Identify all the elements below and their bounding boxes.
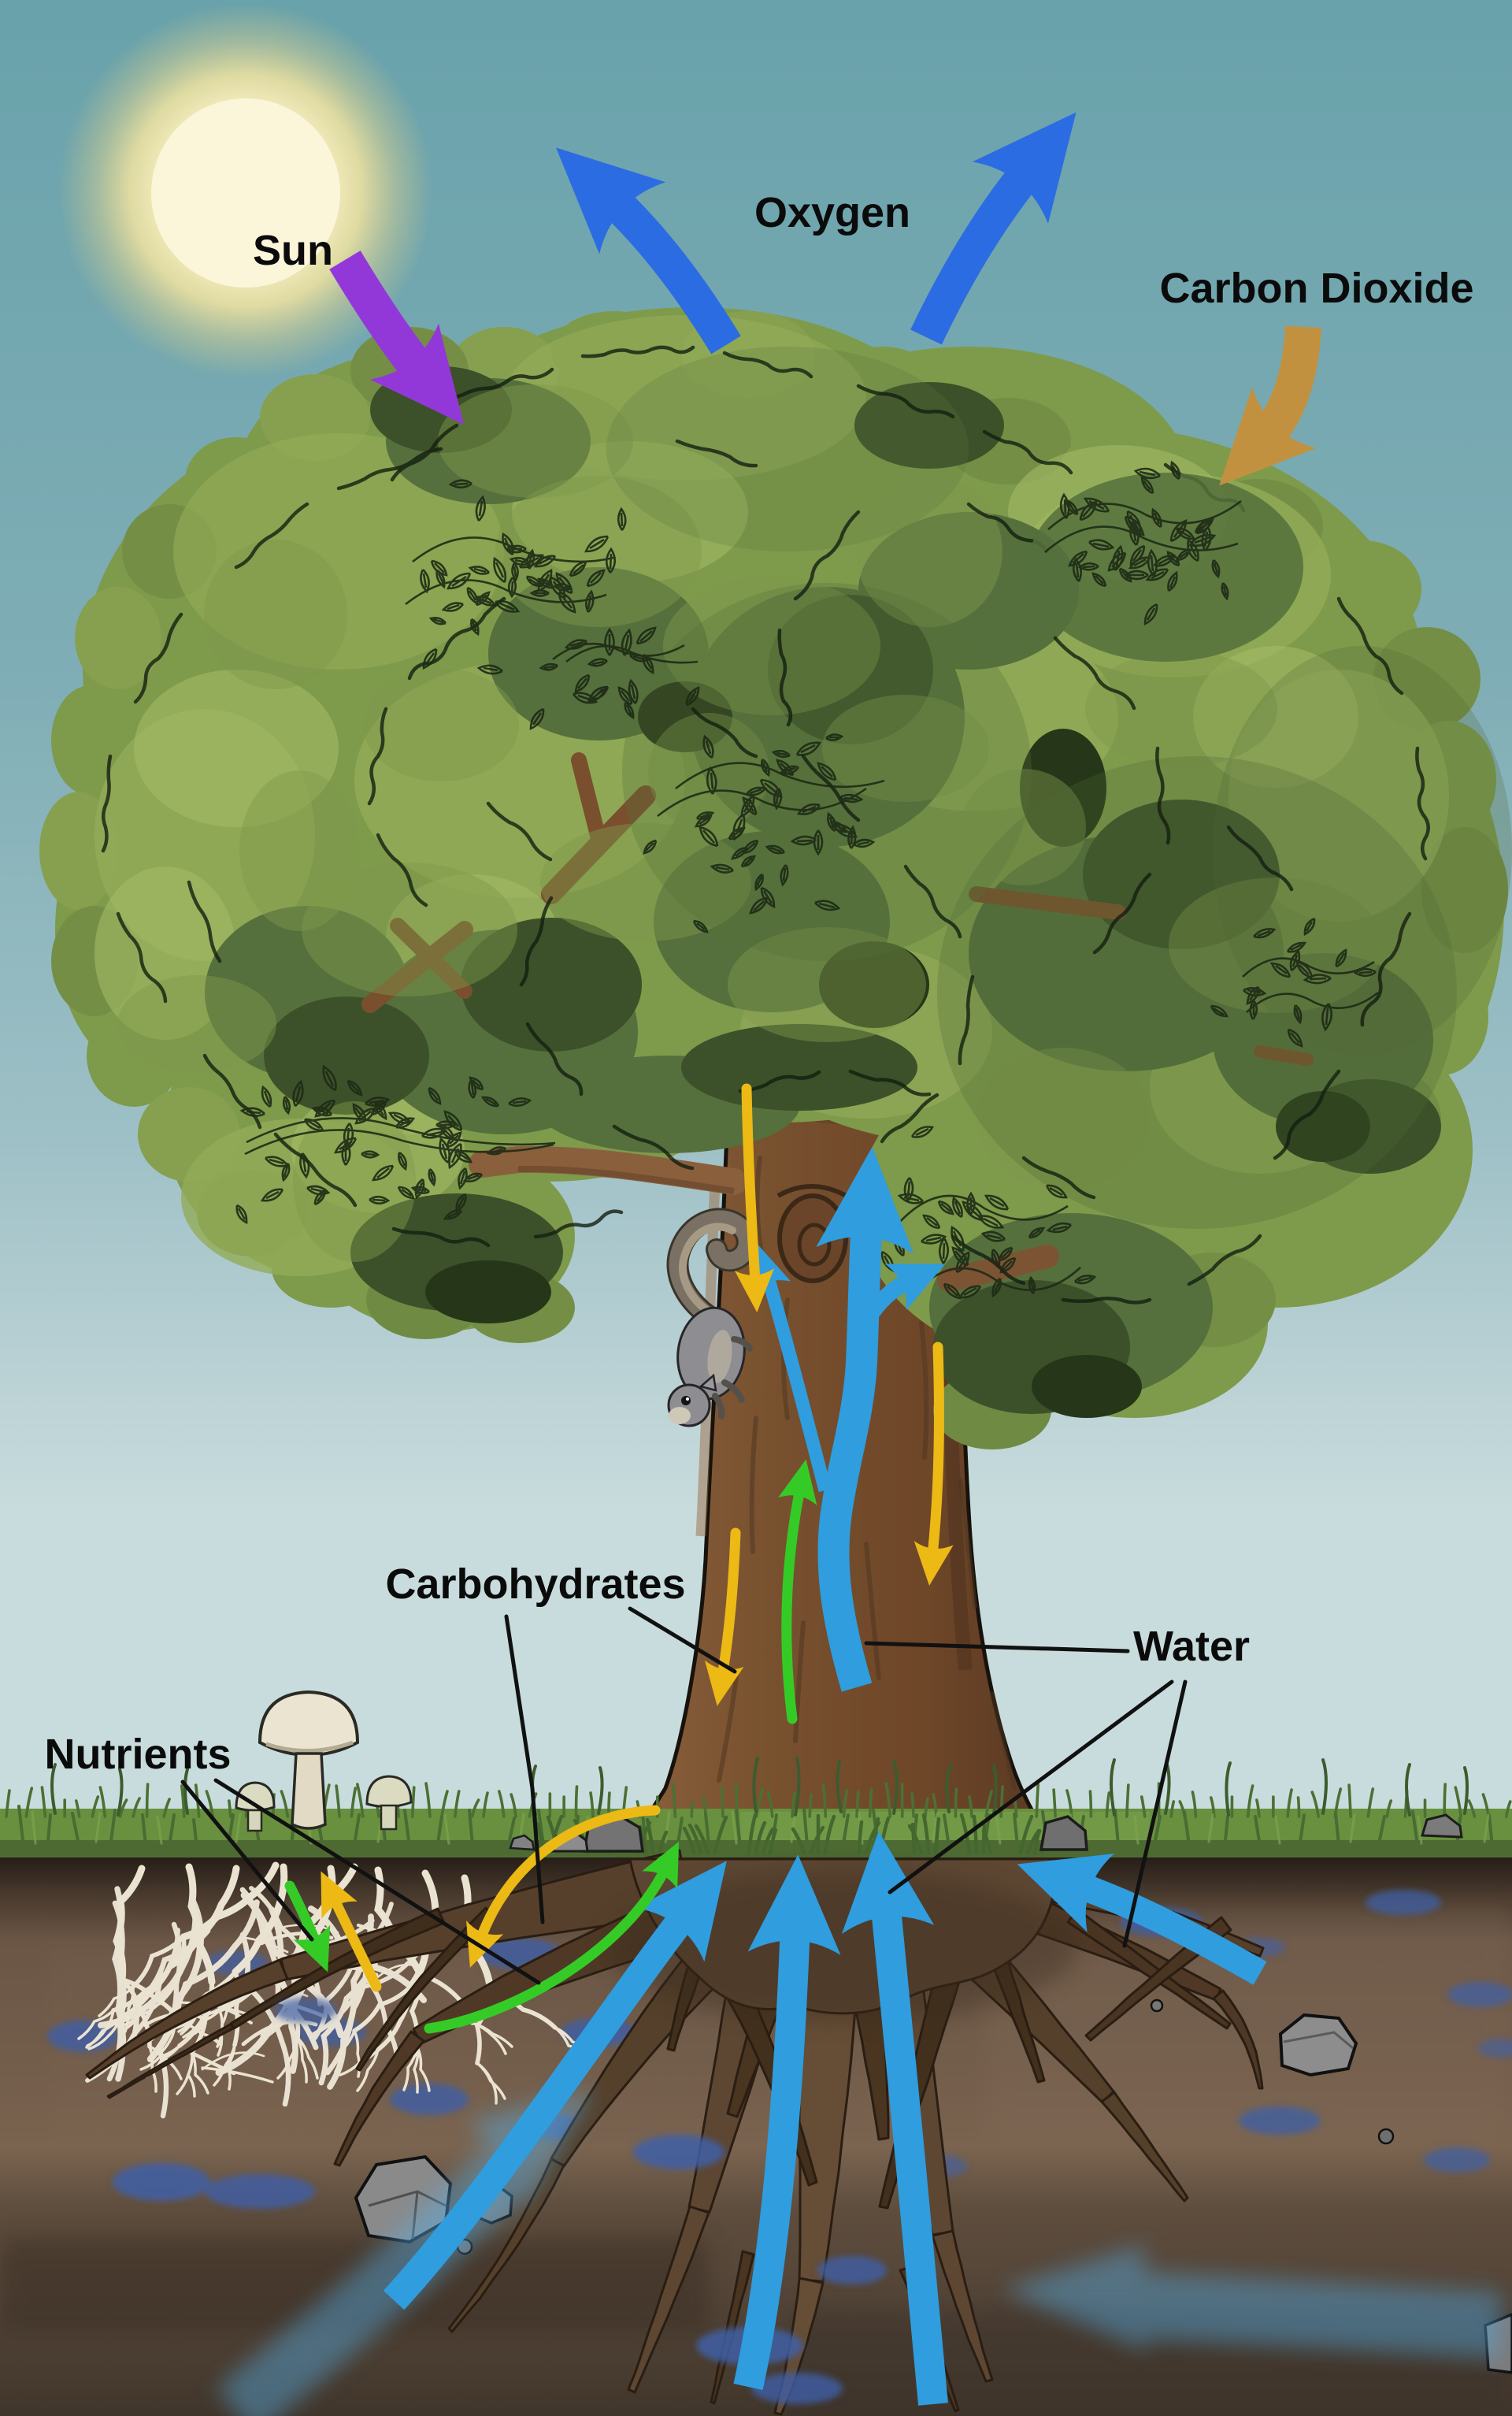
svg-text:Carbohydrates: Carbohydrates (385, 1561, 685, 1608)
svg-text:Nutrients: Nutrients (44, 1731, 231, 1778)
svg-text:Water: Water (1133, 1623, 1250, 1670)
svg-text:Oxygen: Oxygen (754, 189, 910, 236)
svg-text:Sun: Sun (253, 227, 333, 274)
svg-text:Carbon Dioxide: Carbon Dioxide (1159, 265, 1473, 312)
